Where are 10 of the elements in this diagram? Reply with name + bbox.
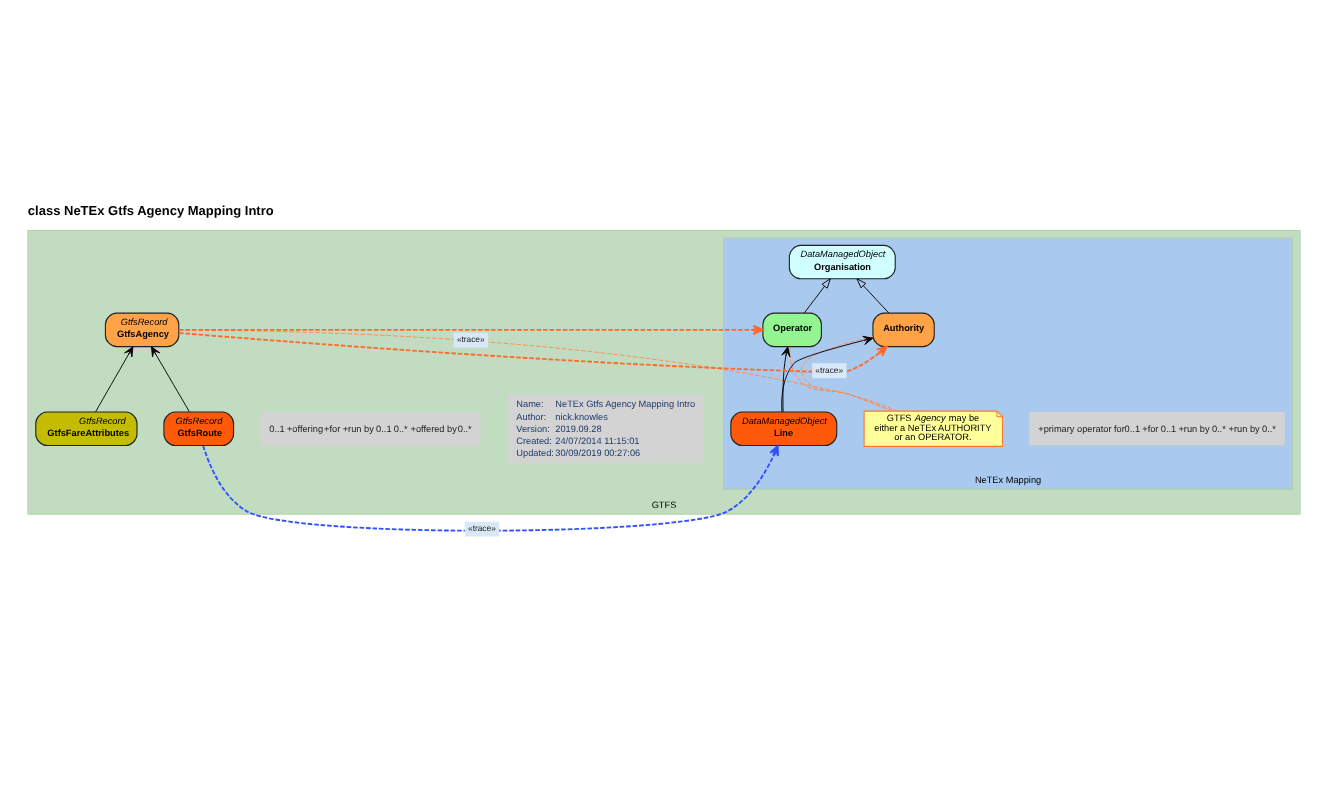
arrow: [178, 324, 764, 335]
connector: [789, 346, 894, 412]
arrow: [95, 346, 134, 413]
connector: [800, 336, 893, 412]
arrow: [781, 346, 791, 413]
arrow: [856, 278, 890, 314]
arrow: [781, 335, 874, 413]
arrow: [202, 444, 779, 532]
arrow: [151, 346, 190, 413]
arrow: [803, 278, 831, 314]
